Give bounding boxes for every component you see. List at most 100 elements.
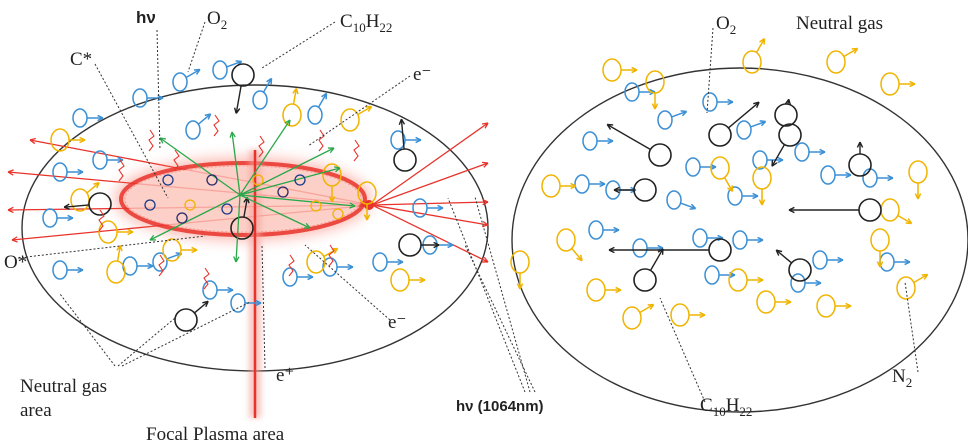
leader-n2-right bbox=[904, 281, 919, 373]
o2-molecule bbox=[282, 267, 314, 287]
photon-zigzag bbox=[353, 139, 360, 162]
decane-molecule bbox=[771, 123, 802, 167]
n2-molecule bbox=[586, 278, 622, 302]
ion-trajectory bbox=[159, 137, 241, 196]
o2-molecule bbox=[42, 208, 74, 228]
o2-molecule bbox=[727, 186, 759, 206]
photon-zigzag bbox=[158, 254, 165, 277]
n2-molecule bbox=[880, 198, 913, 225]
o2-molecule bbox=[307, 92, 328, 125]
photon-zigzag bbox=[148, 129, 155, 152]
decane-molecule bbox=[633, 248, 664, 292]
o2-molecule bbox=[685, 157, 717, 177]
n2-molecule bbox=[826, 47, 859, 74]
decane-molecule bbox=[788, 198, 882, 222]
n2-molecule bbox=[162, 238, 198, 262]
o2-molecule bbox=[732, 230, 764, 250]
n2-molecule bbox=[756, 290, 792, 314]
label-n2-right: N2 bbox=[892, 366, 912, 390]
plasma-particle bbox=[162, 174, 174, 186]
leader-o2-left bbox=[187, 21, 206, 73]
o2-molecule bbox=[820, 165, 852, 185]
leader-lines bbox=[17, 21, 919, 403]
n2-molecule bbox=[870, 228, 890, 268]
label-decane-left: C10H22 bbox=[340, 11, 392, 35]
o2-molecule bbox=[390, 130, 422, 150]
o2-molecule bbox=[666, 190, 697, 210]
plasma-particle bbox=[332, 208, 344, 220]
o2-molecule bbox=[202, 280, 234, 300]
decane-molecule bbox=[398, 233, 440, 257]
o2-molecule bbox=[252, 77, 273, 110]
laser-ray bbox=[371, 161, 489, 206]
left-panel-plasma-chamber bbox=[7, 60, 489, 418]
leader-positron bbox=[261, 244, 266, 369]
focal-plasma bbox=[115, 158, 374, 240]
ion-trajectory bbox=[239, 194, 311, 229]
right-chamber-outline bbox=[511, 67, 968, 413]
o2-molecule bbox=[790, 273, 822, 293]
decane-molecule bbox=[606, 123, 672, 167]
decane-molecule bbox=[774, 98, 798, 127]
plasma-particle bbox=[176, 212, 188, 224]
n2-molecule bbox=[908, 160, 928, 200]
n2-molecule bbox=[322, 163, 342, 203]
plasma-particle bbox=[144, 199, 156, 211]
ion-trajectory bbox=[239, 119, 291, 196]
n2-molecule bbox=[645, 70, 665, 110]
photon-zigzag bbox=[328, 244, 335, 267]
photon-zigzag bbox=[213, 114, 220, 137]
plasma-particle bbox=[310, 200, 322, 212]
o2-molecule bbox=[879, 252, 911, 272]
leader-photon bbox=[156, 29, 161, 151]
n2-molecule bbox=[742, 37, 766, 74]
n2-molecule bbox=[282, 87, 302, 127]
n2-molecule bbox=[728, 268, 764, 292]
photon-zigzag bbox=[173, 149, 180, 172]
n2-molecule bbox=[510, 250, 530, 290]
o2-molecule bbox=[702, 92, 734, 112]
ion-trajectory bbox=[233, 194, 241, 263]
ion-trajectory bbox=[149, 194, 241, 241]
plasma-particle bbox=[277, 186, 289, 198]
photon-zigzag bbox=[258, 135, 265, 158]
label-oxygen-excited: O* bbox=[4, 252, 27, 273]
plasma-particle bbox=[184, 199, 196, 211]
o2-molecule bbox=[862, 168, 894, 188]
o2-molecule bbox=[92, 150, 124, 170]
plasma-particle bbox=[206, 174, 218, 186]
label-o2-right: O2 bbox=[716, 13, 736, 37]
n2-molecule bbox=[50, 128, 86, 152]
label-focal-plasma: Focal Plasma area bbox=[146, 424, 285, 445]
o2-molecule bbox=[736, 120, 767, 140]
plasma-particle bbox=[221, 203, 233, 215]
n2-molecule bbox=[670, 303, 706, 327]
decane-molecule bbox=[174, 300, 209, 332]
n2-molecule bbox=[752, 166, 772, 206]
o2-molecule bbox=[372, 252, 404, 272]
label-decane-right: C10H22 bbox=[700, 395, 752, 419]
o2-molecule bbox=[72, 108, 104, 128]
label-neutral-gas: Neutral gas bbox=[796, 13, 883, 34]
o2-molecule bbox=[632, 238, 664, 258]
photon-zigzag bbox=[98, 209, 105, 232]
leader-decane-right bbox=[659, 297, 706, 403]
ion-trajectory bbox=[239, 194, 356, 209]
leader-decane-left bbox=[261, 21, 336, 69]
label-carbon-excited: C* bbox=[70, 49, 92, 70]
o2-molecule bbox=[322, 257, 354, 277]
leader-carbon-excited bbox=[94, 63, 169, 199]
ion-trajectory bbox=[239, 147, 335, 196]
photon-zigzag bbox=[318, 129, 325, 152]
n2-molecule bbox=[340, 105, 373, 132]
leader-electron-top bbox=[307, 75, 411, 147]
o2-molecule bbox=[582, 131, 614, 151]
decane-molecule bbox=[608, 238, 732, 262]
label-photon: hν bbox=[136, 8, 156, 27]
leader-neutral-area-1 bbox=[59, 293, 116, 367]
leader-o2-right bbox=[706, 27, 714, 114]
o2-molecule bbox=[657, 110, 688, 130]
decane-molecule bbox=[613, 178, 657, 202]
n2-molecule bbox=[602, 58, 638, 82]
plasma-particles bbox=[98, 114, 360, 290]
